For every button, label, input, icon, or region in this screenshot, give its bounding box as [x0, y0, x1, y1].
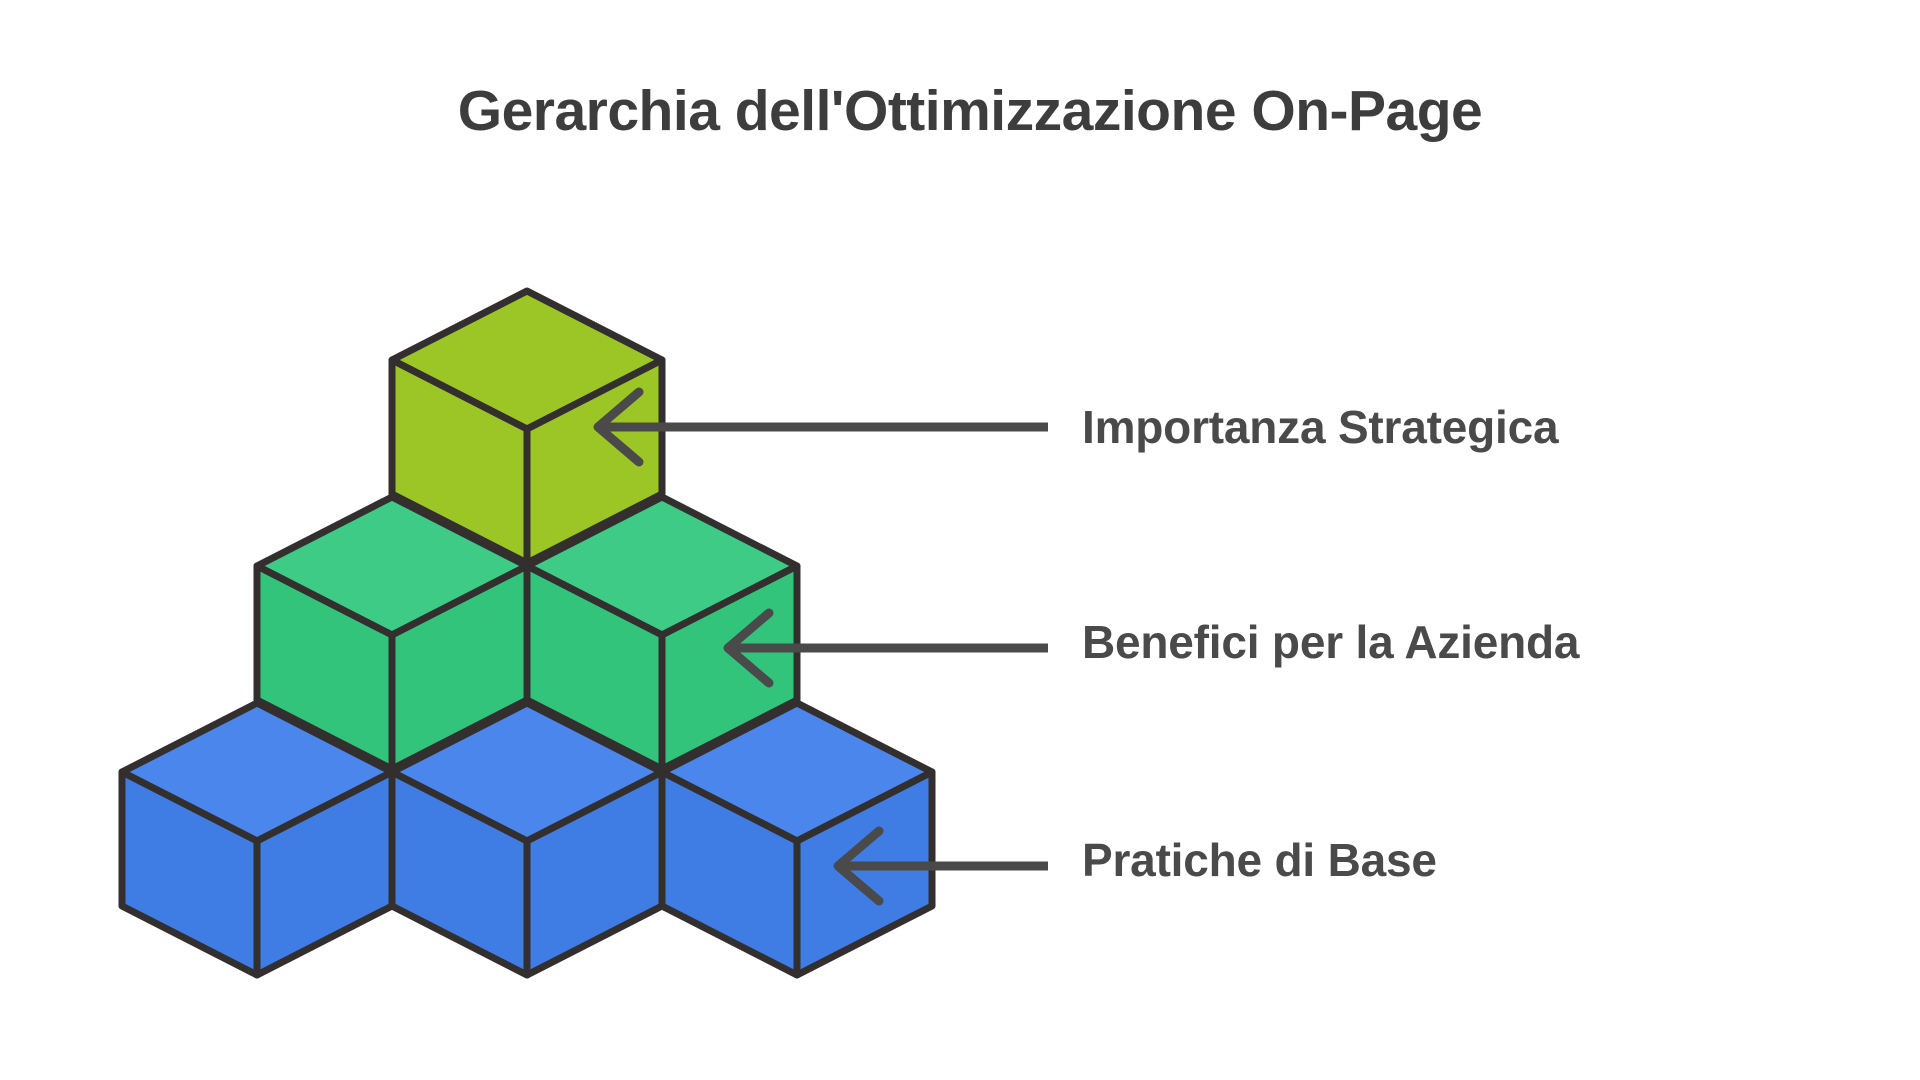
page-title: Gerarchia dell'Ottimizzazione On-Page — [457, 79, 1483, 143]
arrow-to-top-level — [593, 387, 1048, 467]
arrow-to-middle-level — [723, 608, 1048, 688]
level-label-top: Importanza Strategica — [1082, 401, 1559, 453]
arrow-to-base-level — [833, 826, 1048, 906]
level-label-base: Pratiche di Base — [1082, 834, 1437, 886]
level-label-middle: Benefici per la Azienda — [1082, 616, 1580, 668]
cube-top — [388, 287, 666, 567]
